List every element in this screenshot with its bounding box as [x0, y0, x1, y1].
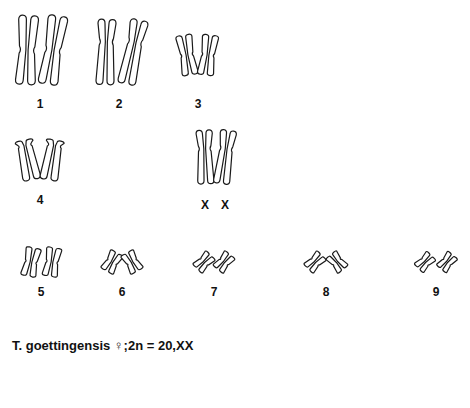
pair-number-holder: 4 [37, 190, 44, 208]
chromosome [192, 250, 215, 273]
chromosome-number: 3 [195, 97, 202, 111]
chromosome [120, 249, 143, 274]
chromosome-number: X [221, 198, 229, 212]
chromosome-number: 2 [116, 97, 123, 111]
chromosome [42, 246, 62, 277]
chromosome-number: 4 [37, 193, 44, 207]
pair-number-holder: 8 [323, 282, 330, 300]
chromosome [326, 250, 349, 273]
chromosome [117, 18, 148, 86]
pair-number-holder: X [221, 195, 229, 213]
pair-number-holder: 6 [119, 282, 126, 300]
chromosome [436, 251, 458, 273]
chromosome [213, 250, 236, 273]
chromosome [38, 14, 68, 85]
chromosome [15, 138, 41, 181]
chromosome-number: 5 [38, 285, 45, 299]
pair-number-holder: 3 [195, 94, 202, 112]
chromosome-number: 9 [433, 285, 440, 299]
pair-number-holder: 7 [211, 282, 218, 300]
chromosome [303, 250, 326, 273]
chromosome [100, 249, 123, 274]
chromosome [15, 15, 38, 85]
chromosome [96, 19, 116, 85]
pair-number-holder: 2 [116, 94, 123, 112]
chromosome [213, 129, 237, 184]
figure-caption: T. goettingensis ♀;2n = 20,XX [12, 338, 193, 353]
chromosome [21, 246, 42, 277]
chromosome [196, 130, 214, 184]
pair-number-holder: 1 [37, 94, 44, 112]
chromosome [40, 139, 65, 182]
chromosome [197, 34, 219, 76]
chromosome-number: 7 [211, 285, 218, 299]
chromosome-number: 6 [119, 285, 126, 299]
chromosome-number: 8 [323, 285, 330, 299]
pair-number-holder: 9 [433, 282, 440, 300]
pair-number-holder: X [201, 195, 209, 213]
pair-number-holder: 5 [38, 282, 45, 300]
chromosome-number: X [201, 198, 209, 212]
chromosome [414, 251, 436, 273]
chromosome-number: 1 [37, 97, 44, 111]
caption-holder: T. goettingensis ♀;2n = 20,XX [12, 336, 193, 354]
chromosome [176, 34, 199, 77]
